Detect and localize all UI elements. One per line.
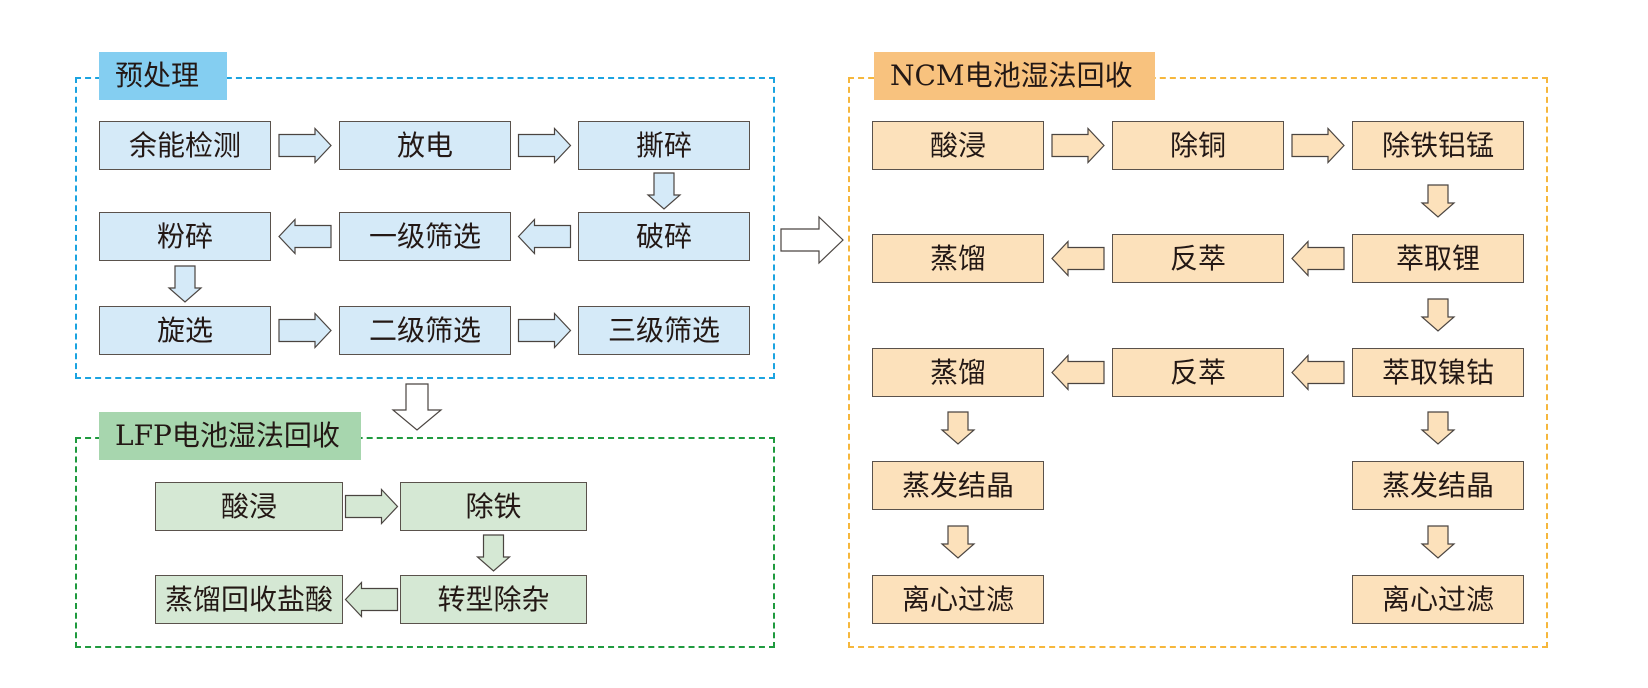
lfp-title: LFP电池湿法回收 [99, 412, 361, 460]
pre-6-7-arrow-icon [167, 265, 203, 303]
pre-8-9-arrow-icon [517, 311, 572, 350]
step-shred: 撕碎 [578, 121, 750, 170]
pre-2-3-arrow-icon [517, 126, 572, 165]
ncm-step-distillation-li: 蒸馏 [872, 234, 1044, 283]
ncm-step-evaporative-crystallization-left: 蒸发结晶 [872, 461, 1044, 510]
step-residual-energy-test: 余能检测 [99, 121, 271, 170]
ncm-10-11-arrow-icon [1420, 525, 1456, 559]
pre-to-lfp-arrow-icon [391, 383, 443, 431]
lfp-step-acid-leaching: 酸浸 [155, 482, 343, 531]
step-crush: 破碎 [578, 212, 750, 261]
ncm-step-evaporative-crystallization-right: 蒸发结晶 [1352, 461, 1524, 510]
ncm-frame [848, 77, 1548, 648]
step-discharge: 放电 [339, 121, 511, 170]
ncm-step-stripping-ni-co: 反萃 [1112, 348, 1284, 397]
pre-to-ncm-arrow-icon [780, 215, 844, 265]
ncm-step-centrifugal-filtration-right: 离心过滤 [1352, 575, 1524, 624]
ncm-step-copper-removal: 除铜 [1112, 121, 1284, 170]
ncm-title: NCM电池湿法回收 [874, 52, 1155, 100]
ncm-1-2-arrow-icon [1051, 126, 1105, 165]
ncm-5-6-arrow-icon [1051, 239, 1105, 278]
ncm-step-acid-leaching: 酸浸 [872, 121, 1044, 170]
pretreatment-title: 预处理 [99, 52, 227, 100]
lfp-step-iron-removal: 除铁 [400, 482, 587, 531]
lfp-1-2-arrow-icon [344, 487, 399, 526]
pretreatment-frame [75, 77, 775, 379]
step-pulverize: 粉碎 [99, 212, 271, 261]
pre-5-6-arrow-icon [278, 217, 332, 256]
ncm-step-distillation-ni-co: 蒸馏 [872, 348, 1044, 397]
ncm-4-5-arrow-icon [1291, 239, 1345, 278]
ncm-step-ni-co-extraction: 萃取镍钴 [1352, 348, 1524, 397]
step-primary-screening: 一级筛选 [339, 212, 511, 261]
step-secondary-screening: 二级筛选 [339, 306, 511, 355]
step-tertiary-screening: 三级筛选 [578, 306, 750, 355]
ncm-2-3-arrow-icon [1291, 126, 1345, 165]
step-cyclone-separation: 旋选 [99, 306, 271, 355]
pre-4-5-arrow-icon [517, 217, 572, 256]
ncm-7-10-arrow-icon [1420, 411, 1456, 445]
lfp-3-4-arrow-icon [344, 580, 399, 619]
lfp-step-distill-recover-hcl: 蒸馏回收盐酸 [155, 575, 343, 624]
lfp-2-3-arrow-icon [475, 534, 512, 572]
lfp-step-conversion-impurity-removal: 转型除杂 [400, 575, 587, 624]
ncm-9-10-arrow-icon [940, 411, 976, 445]
ncm-step-centrifugal-filtration-left: 离心过滤 [872, 575, 1044, 624]
lfp-frame [75, 437, 775, 648]
ncm-8-9-arrow-icon [1051, 353, 1105, 392]
ncm-10l-11l-arrow-icon [940, 525, 976, 559]
ncm-7-8-arrow-icon [1291, 353, 1345, 392]
ncm-4-7-arrow-icon [1420, 298, 1456, 332]
ncm-3-4-arrow-icon [1420, 184, 1456, 218]
pre-1-2-arrow-icon [278, 126, 332, 165]
pre-7-8-arrow-icon [278, 311, 332, 350]
pre-3-4-arrow-icon [646, 172, 682, 210]
ncm-step-stripping-li: 反萃 [1112, 234, 1284, 283]
ncm-step-lithium-extraction: 萃取锂 [1352, 234, 1524, 283]
ncm-step-fe-al-mn-removal: 除铁铝锰 [1352, 121, 1524, 170]
